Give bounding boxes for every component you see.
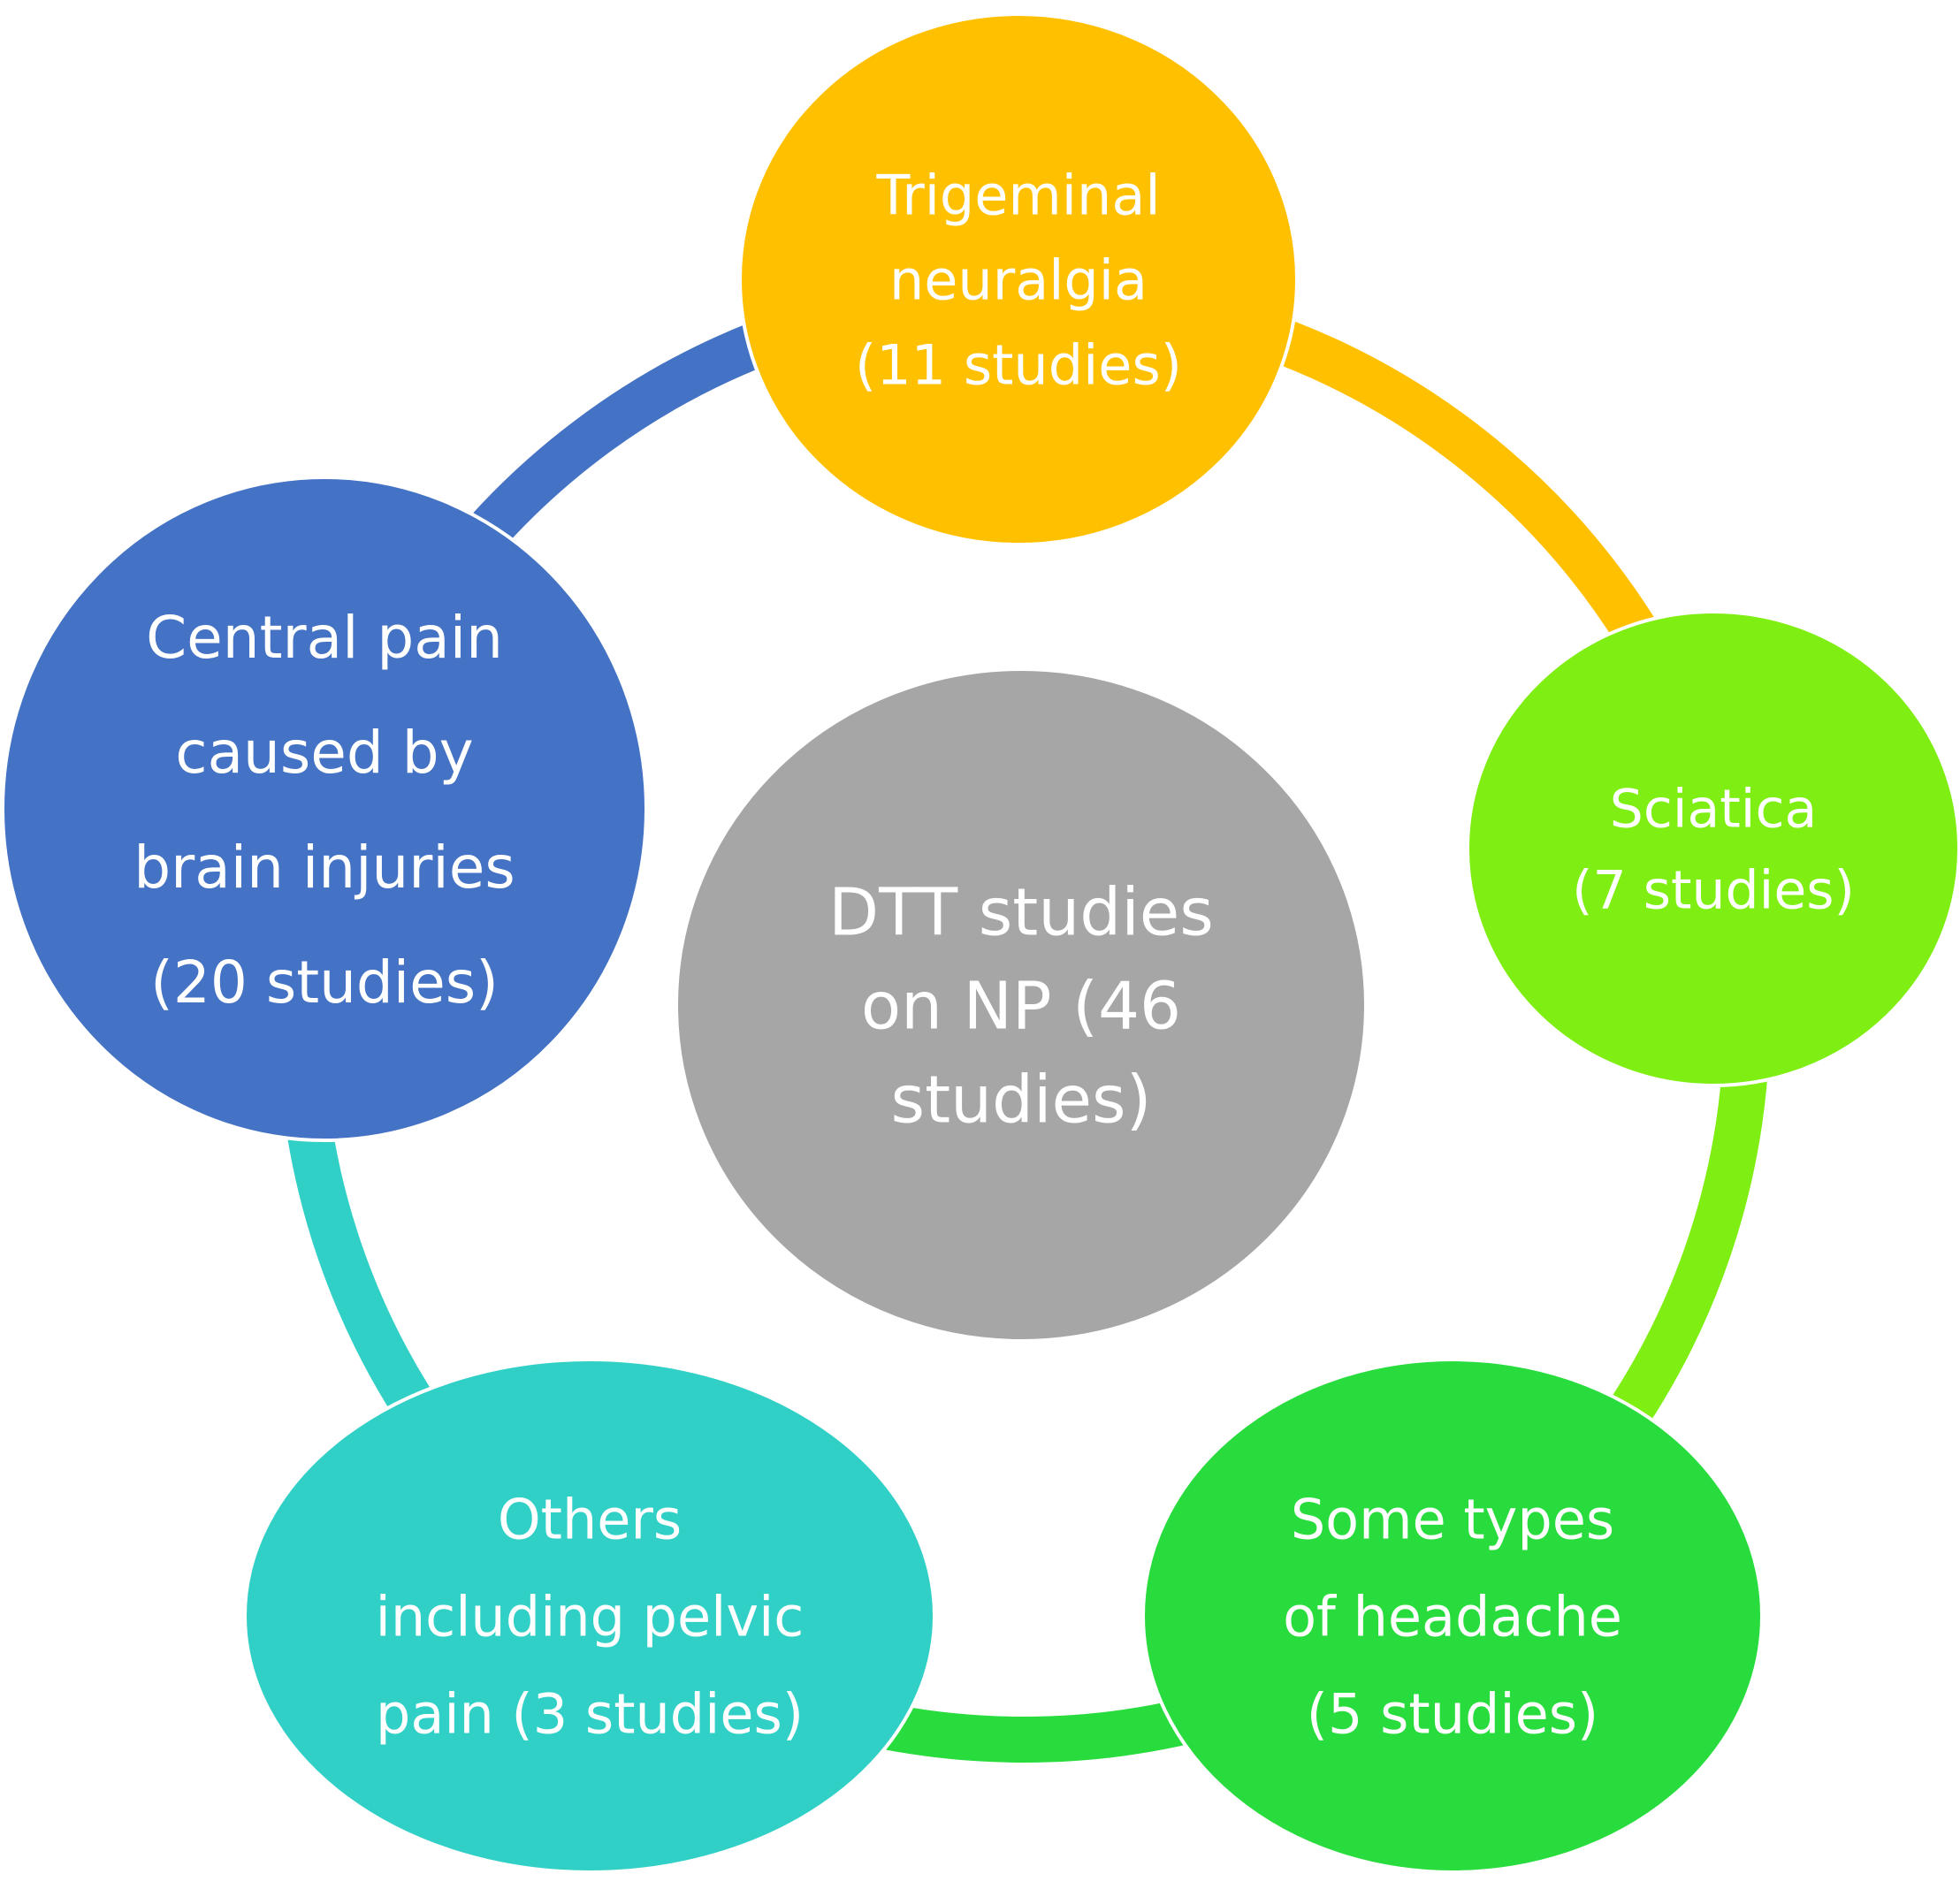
node-sciatica-label-line: Sciatica xyxy=(1610,779,1817,841)
outer-nodes: Trigeminal neuralgia (11 studies) Sciatica (… xyxy=(1,12,1960,1874)
node-central: Central pain caused by brain injuries (20 s… xyxy=(1,476,648,1142)
node-headache: Some types of headache (5 studies) xyxy=(1141,1358,1764,1874)
node-trigeminal-label-line: (11 studies) xyxy=(855,332,1182,397)
center-node-circle xyxy=(675,667,1368,1343)
node-headache-circle xyxy=(1141,1358,1764,1874)
node-others: Others including pelvic pain (3 studies) xyxy=(243,1358,936,1874)
node-central-label-line: Central pain xyxy=(146,604,503,672)
node-headache-label-line: Some types xyxy=(1291,1487,1614,1551)
node-headache-label-line: of headache xyxy=(1283,1584,1622,1649)
node-central-label-line: caused by xyxy=(175,719,473,787)
center-node-label-line: studies) xyxy=(891,1063,1152,1139)
node-sciatica-label-line: (7 studies) xyxy=(1572,860,1855,922)
node-central-label-line: brain injuries xyxy=(133,834,515,902)
center-node: DTT studies on NP (46 studies) xyxy=(675,667,1368,1343)
node-trigeminal-circle xyxy=(738,12,1299,546)
node-others-label-line: Others xyxy=(498,1487,682,1551)
node-headache-label-line: (5 studies) xyxy=(1307,1681,1598,1746)
node-central-label-line: (20 studies) xyxy=(150,948,499,1017)
node-trigeminal: Trigeminal neuralgia (11 studies) xyxy=(738,12,1299,546)
node-others-label-line: pain (3 studies) xyxy=(376,1681,804,1746)
center-node-label-line: DTT studies xyxy=(828,875,1214,951)
node-others-circle xyxy=(243,1358,936,1874)
node-trigeminal-label-line: neuralgia xyxy=(889,248,1148,312)
node-trigeminal-label-line: Trigeminal xyxy=(875,163,1160,227)
node-central-circle xyxy=(1,476,648,1142)
center-node-label-line: on NP (46 xyxy=(861,969,1181,1045)
node-others-label-line: including pelvic xyxy=(376,1584,805,1649)
node-sciatica: Sciatica (7 studies) xyxy=(1466,610,1960,1087)
node-sciatica-circle xyxy=(1466,610,1960,1087)
